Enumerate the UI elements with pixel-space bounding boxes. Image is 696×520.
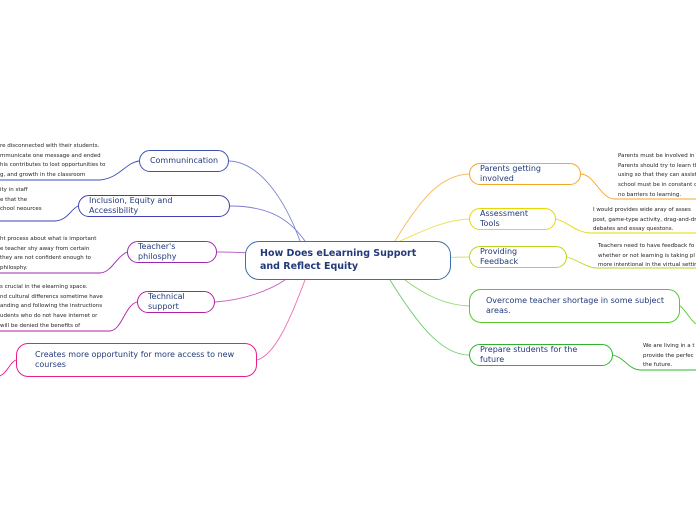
branch-inclusion-label: Inclusion, Equity and Accessibility <box>89 195 173 215</box>
note-parents: Parents must be involved in Parents shou… <box>618 153 696 198</box>
link-assessment-note <box>555 218 591 234</box>
link-inclusion-note <box>54 205 79 222</box>
note-technical: s crucial in the elearning space. nd cul… <box>0 284 103 329</box>
link-opportunity-tail <box>0 359 17 377</box>
branch-communication[interactable]: Communincation <box>139 150 229 172</box>
branch-future-label: Prepare students for the future <box>480 344 578 364</box>
link-opportunity <box>256 279 306 361</box>
branch-opportunity-label: Creates more opportunity for more access… <box>35 349 235 369</box>
link-future-note <box>612 354 641 371</box>
branch-technical-label: Technical support <box>148 291 185 311</box>
branch-future[interactable]: Prepare students for the future <box>469 344 613 366</box>
link-communication-note <box>99 160 140 181</box>
branch-shortage-label: Overcome teacher shortage in some subjec… <box>486 295 664 315</box>
link-philosophy-note <box>99 251 128 274</box>
branch-assessment[interactable]: Assessment Tools <box>469 208 556 230</box>
branch-feedback-label: Providing Feedback <box>480 246 519 266</box>
link-inclusion <box>229 205 306 242</box>
central-topic-label: How Does eLearning Support and Reflect E… <box>260 248 417 272</box>
branch-feedback[interactable]: Providing Feedback <box>469 246 567 268</box>
branch-shortage[interactable]: Overcome teacher shortage in some subjec… <box>469 289 680 323</box>
link-future <box>389 279 470 356</box>
note-feedback: Teachers need to have feedback fo whethe… <box>598 243 696 269</box>
branch-philosophy-label: Teacher's philosphy <box>138 241 177 261</box>
branch-parents-label: Parents getting involved <box>480 163 541 183</box>
link-communication <box>228 160 301 242</box>
central-topic[interactable]: How Does eLearning Support and Reflect E… <box>245 241 451 280</box>
branch-parents[interactable]: Parents getting involved <box>469 163 581 185</box>
link-parents-note <box>580 173 615 200</box>
link-technical <box>214 279 286 303</box>
note-future: We are living in a t provide the perfec … <box>643 343 695 369</box>
branch-philosophy[interactable]: Teacher's philosphy <box>127 241 217 263</box>
link-technical-note <box>109 301 138 332</box>
note-inclusion: ity in staff e that the chool neources <box>0 187 42 213</box>
link-shortage <box>404 279 470 307</box>
note-philosophy: ht process about what is important e tea… <box>0 236 97 272</box>
note-communication: re disconnected with their students. mmu… <box>0 143 106 179</box>
branch-opportunity[interactable]: Creates more opportunity for more access… <box>16 343 257 377</box>
branch-technical[interactable]: Technical support <box>137 291 215 313</box>
branch-assessment-label: Assessment Tools <box>480 208 528 228</box>
link-feedback-note <box>566 256 597 269</box>
link-parents <box>394 173 470 242</box>
link-shortage-tail <box>679 305 696 325</box>
branch-inclusion[interactable]: Inclusion, Equity and Accessibility <box>78 195 230 217</box>
branch-communication-label: Communincation <box>149 155 219 165</box>
note-assessment: I would provides wide aray of asses post… <box>593 207 696 233</box>
link-assessment <box>399 218 470 242</box>
